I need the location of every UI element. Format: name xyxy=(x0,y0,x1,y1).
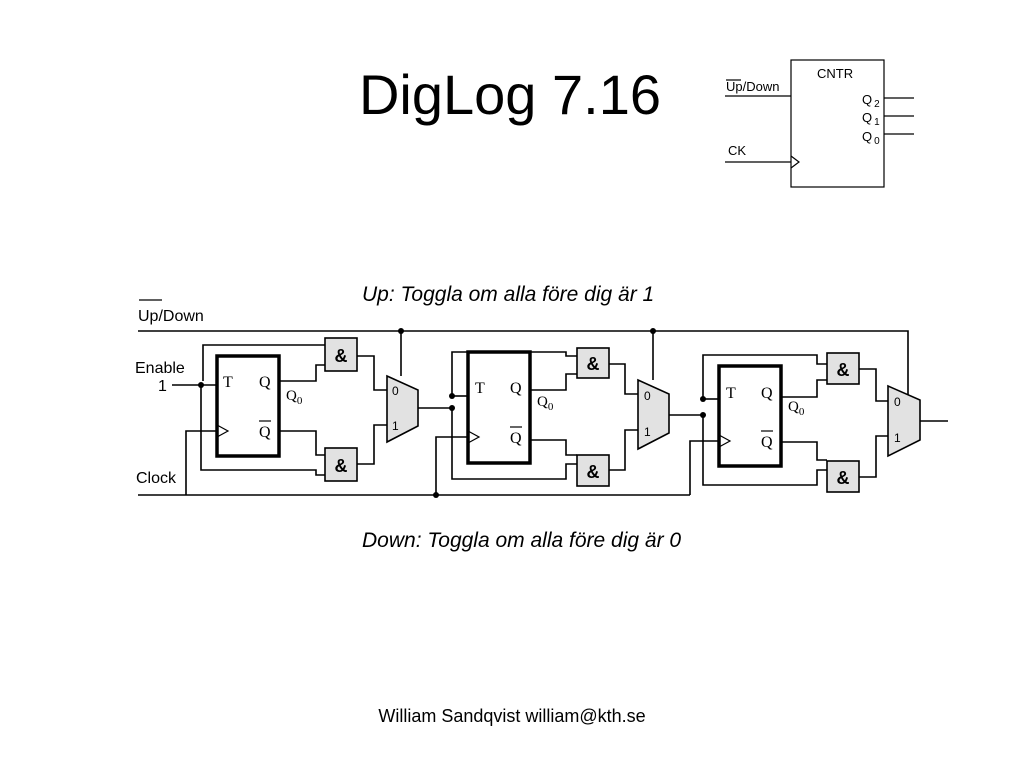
stage1-q-output: Q0 xyxy=(537,394,554,413)
stage1-t-flipflop xyxy=(466,350,532,465)
stage0-clock-line xyxy=(185,430,217,495)
stage2-t-junction xyxy=(700,396,706,402)
stage2-t-flipflop xyxy=(717,364,783,468)
stage0-mux xyxy=(386,374,419,444)
stage-2: T Q Q Q0 & & 0 1 xyxy=(689,352,948,495)
stage0-q-output: Q0 xyxy=(286,388,303,407)
down-caption: Down: Toggla om alla före dig är 0 xyxy=(362,529,682,552)
stage0-t-flipflop xyxy=(215,354,281,458)
stage0-enable-to-upper-and xyxy=(202,344,325,381)
stage2-mux-in0: 0 xyxy=(894,395,901,409)
stage0-enable-junction xyxy=(198,382,204,388)
stage1-clock-line xyxy=(435,436,468,495)
stage1-upper-and-gate xyxy=(576,347,610,379)
stage0-qbar-to-lower-and xyxy=(279,430,325,456)
stage0-mux-in0: 0 xyxy=(392,384,399,398)
stage2-lower-and-gate xyxy=(826,460,860,493)
stage2-qbar-to-lower-and xyxy=(781,441,827,461)
counter-clock-triangle xyxy=(790,155,800,169)
stage0-mux-in1: 1 xyxy=(392,419,399,433)
stage0-lower-and-to-mux xyxy=(357,424,387,465)
slide-title: DigLog 7.16 xyxy=(358,63,661,126)
stage1-enable-to-upper-and xyxy=(451,351,577,396)
stage2-clock-triangle xyxy=(718,434,732,448)
stage1-upper-and-to-mux xyxy=(609,363,638,395)
counter-circuit: Up/Down Enable 1 Clock xyxy=(135,299,948,498)
counter-box xyxy=(790,59,885,188)
stage2-upper-and-symbol: & xyxy=(837,360,850,380)
stage2-upper-and-gate xyxy=(826,352,860,385)
stage2-q-output: Q0 xyxy=(788,399,805,418)
clock-label: Clock xyxy=(136,470,177,487)
stage1-t-pin: T xyxy=(475,380,485,397)
stage0-q-to-upper-and xyxy=(279,364,325,382)
counter-clock-label: CK xyxy=(728,143,746,158)
stage1-clock-triangle xyxy=(467,430,481,444)
stage0-lower-and-gate xyxy=(324,447,358,482)
stage1-mux xyxy=(637,378,670,451)
stage1-upper-and-symbol: & xyxy=(587,354,600,374)
stage0-upper-and-symbol: & xyxy=(335,346,348,366)
stage0-lower-and-symbol: & xyxy=(335,456,348,476)
stage2-upper-and-to-mux xyxy=(859,368,888,402)
stage2-enable-to-lower-and xyxy=(702,415,827,486)
stage2-mux-in1: 1 xyxy=(894,431,901,445)
stage1-enable-junction xyxy=(449,405,455,411)
stage-1: T Q Q Q0 & & 0 1 xyxy=(433,328,703,498)
stage1-qbar-to-lower-and xyxy=(530,439,577,456)
footer-author: William Sandqvist william@kth.se xyxy=(378,706,646,726)
stage1-clock-junction xyxy=(433,492,439,498)
stage2-qbar-pin: Q xyxy=(761,434,773,451)
stage0-qbar-pin: Q xyxy=(259,424,271,441)
up-caption: Up: Toggla om alla före dig är 1 xyxy=(362,283,655,306)
counter-updown-label: Up/Down xyxy=(726,79,779,94)
stage1-lower-and-to-mux xyxy=(609,429,638,471)
stage1-q-to-upper-and xyxy=(530,373,577,391)
stage2-mux xyxy=(887,384,921,458)
stage0-clock-triangle xyxy=(216,424,230,438)
stage1-lower-and-gate xyxy=(576,454,610,487)
stage1-q-pin: Q xyxy=(510,380,522,397)
stage1-enable-to-lower-and xyxy=(451,408,577,480)
stage0-t-pin: T xyxy=(223,374,233,391)
stage1-t-junction xyxy=(449,393,455,399)
stage2-enable-junction xyxy=(700,412,706,418)
stage0-upper-and-gate xyxy=(324,337,358,372)
stage2-q-pin: Q xyxy=(761,385,773,402)
stage-0: T Q Q Q0 & & 0 1 xyxy=(185,328,452,495)
stage1-mux-in1: 1 xyxy=(644,425,651,439)
stage0-select-junction xyxy=(398,328,404,334)
stage2-lower-and-to-mux xyxy=(859,435,888,478)
stage0-enable-to-lower-and xyxy=(200,385,325,476)
stage2-lower-and-symbol: & xyxy=(837,468,850,488)
stage1-qbar-pin: Q xyxy=(510,430,522,447)
stage2-t-pin: T xyxy=(726,385,736,402)
enable-label: Enable xyxy=(135,360,185,377)
stage1-select-junction xyxy=(650,328,656,334)
stage0-q-pin: Q xyxy=(259,374,271,391)
updown-label: Up/Down xyxy=(138,308,204,325)
stage0-upper-and-to-mux xyxy=(357,355,387,391)
stage1-mux-in0: 0 xyxy=(644,389,651,403)
stage2-q-to-upper-and xyxy=(781,379,827,398)
counter-name: CNTR xyxy=(817,66,853,81)
stage2-clock-line xyxy=(689,440,719,495)
stage2-enable-to-upper-and xyxy=(702,354,827,399)
enable-value: 1 xyxy=(158,378,167,395)
stage1-lower-and-symbol: & xyxy=(587,462,600,482)
